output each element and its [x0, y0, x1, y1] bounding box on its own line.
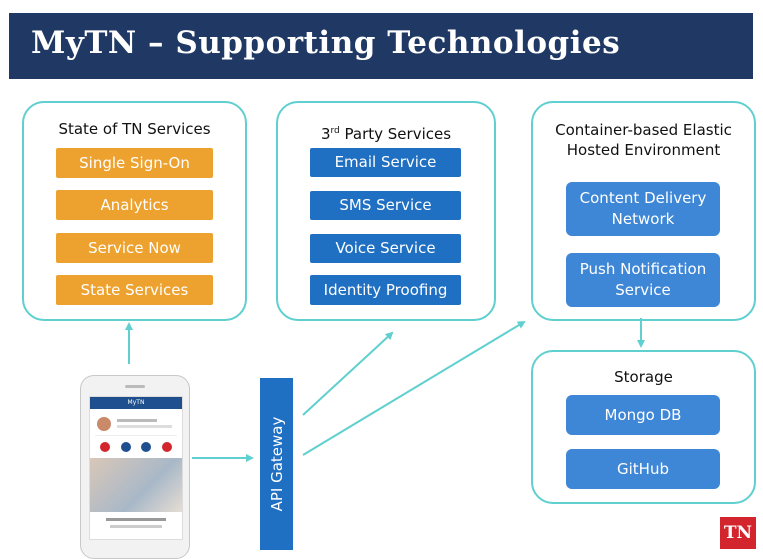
sms-service-box: SMS Service: [310, 191, 461, 220]
analytics-box: Analytics: [56, 190, 213, 220]
app-bar: MyTN: [90, 397, 182, 409]
title-number: 3: [320, 125, 331, 143]
github-box: GitHub: [566, 449, 720, 489]
shortcut-icon: [141, 442, 152, 452]
identity-proofing-box: Identity Proofing: [310, 275, 461, 305]
page-title: MyTN – Supporting Technologies: [31, 25, 621, 61]
shortcut-icons: [95, 442, 177, 452]
title-superscript: rd: [330, 126, 340, 136]
shortcut-icon: [120, 442, 131, 452]
state-services-group: State of TN Services Single Sign-On Anal…: [22, 101, 247, 321]
content-delivery-network-box: Content Delivery Network: [566, 182, 720, 236]
caption-line: [110, 525, 162, 528]
hero-photo: [90, 458, 182, 512]
arrow-gateway-to-third-party: [302, 331, 394, 416]
group-title: 3rd Party Services: [278, 121, 494, 144]
voice-service-box: Voice Service: [310, 234, 461, 263]
storage-group: Storage Mongo DB GitHub: [531, 350, 756, 504]
profile-line: [117, 425, 172, 428]
phone-speaker: [125, 385, 145, 388]
group-title: Storage: [614, 368, 673, 386]
group-title: Container-based Elastic Hosted Environme…: [555, 121, 732, 159]
title-rest: Party Services: [339, 125, 452, 143]
profile-card: [95, 415, 177, 436]
shortcut-icon: [100, 442, 111, 452]
profile-line: [117, 419, 157, 422]
single-sign-on-box: Single Sign-On: [56, 148, 213, 178]
shortcut-icon: [161, 442, 172, 452]
service-now-box: Service Now: [56, 233, 213, 263]
group-title: State of TN Services: [58, 120, 211, 138]
arrow-gateway-to-container: [302, 320, 526, 456]
container-environment-group: Container-based Elastic Hosted Environme…: [531, 101, 756, 321]
push-notification-service-box: Push Notification Service: [566, 253, 720, 307]
tn-logo: TN: [720, 517, 756, 549]
title-bar: MyTN – Supporting Technologies: [9, 13, 753, 79]
phone-screen: MyTN: [89, 396, 183, 540]
caption-line: [106, 518, 166, 521]
email-service-box: Email Service: [310, 148, 461, 177]
phone-image: MyTN: [80, 375, 190, 559]
avatar: [97, 417, 111, 431]
mongo-db-box: Mongo DB: [566, 395, 720, 435]
third-party-services-group: 3rd Party Services Email Service SMS Ser…: [276, 101, 496, 321]
api-gateway-bar: API Gateway: [260, 378, 293, 550]
state-services-box: State Services: [56, 275, 213, 305]
